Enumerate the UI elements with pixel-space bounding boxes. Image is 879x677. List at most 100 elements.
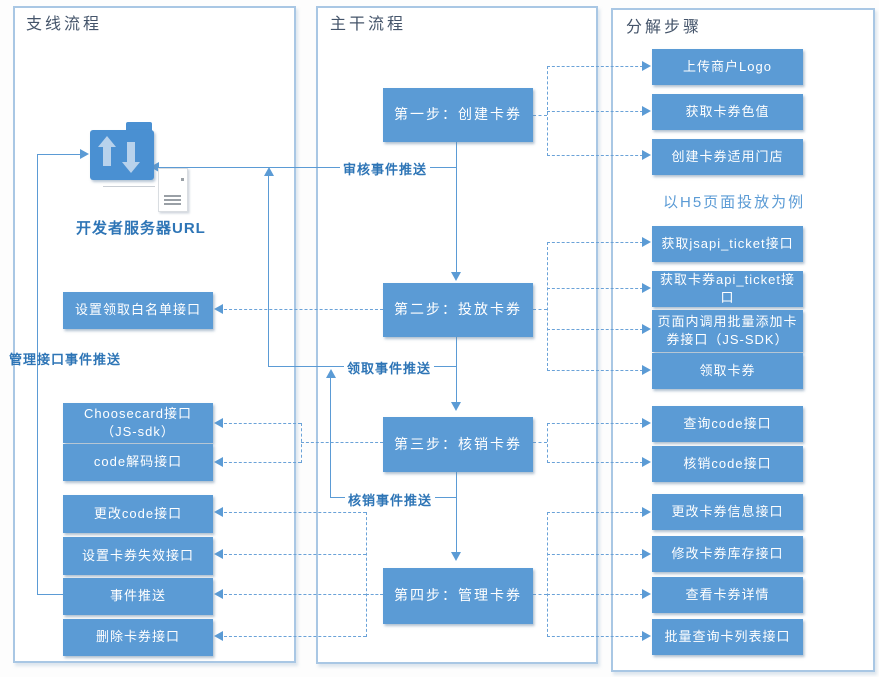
- arrowhead-right-receive-card: [642, 365, 651, 375]
- dashed-branch-modify-stock: [547, 554, 643, 555]
- node-invalidate-card-api: 设置卡券失效接口: [63, 537, 213, 575]
- arrowhead-right-update-card-info: [642, 507, 651, 517]
- arrowhead-right-batch-add: [642, 324, 651, 334]
- dashed-branch-code-decode: [224, 462, 301, 463]
- arrowhead-down-step3: [451, 402, 461, 411]
- arrowhead-right-upload-logo: [642, 61, 651, 71]
- dashed-branch-update-card-info: [547, 512, 643, 513]
- manage-event-riser-line: [37, 154, 38, 594]
- dashed-branch-invalidate: [224, 554, 366, 555]
- arrowhead-left-server: [150, 162, 159, 172]
- dashed-step3-bracket-right: [547, 423, 548, 463]
- dashed-step3-bracket: [301, 423, 302, 463]
- flow-line-step2-step3: [456, 337, 457, 407]
- document-dot: [181, 178, 184, 181]
- dashed-branch-receive-card: [547, 370, 643, 371]
- folder-baseline: [103, 186, 155, 187]
- download-arrow-icon: [122, 162, 140, 173]
- node-step2-distribute-card: 第二步：投放卡券: [383, 283, 533, 337]
- arrowhead-right-batch-query: [642, 631, 651, 641]
- flow-line-step1-step2: [456, 142, 457, 277]
- panel-title-decomposed-steps: 分解步骤: [626, 19, 703, 36]
- node-get-api-ticket: 获取卡券api_ticket接口: [652, 271, 803, 307]
- dashed-branch-jsapi-ticket: [547, 242, 643, 243]
- arrowhead-right-view-card-detail: [642, 589, 651, 599]
- download-arrow-icon: [127, 142, 135, 162]
- dashed-branch-change-code: [224, 512, 366, 513]
- document-text-line: [164, 203, 181, 205]
- node-redeem-code-api: 核销code接口: [652, 446, 803, 482]
- node-view-card-detail: 查看卡券详情: [652, 577, 803, 613]
- dashed-step2-whitelist: [224, 309, 383, 310]
- dashed-step4-stub-left: [366, 594, 383, 595]
- dashed-branch-upload-logo: [547, 66, 643, 67]
- arrowhead-left-change-code: [214, 507, 223, 517]
- node-set-whitelist: 设置领取白名单接口: [63, 292, 213, 329]
- dashed-branch-batch-query: [547, 636, 643, 637]
- dashed-step2-stub: [533, 309, 547, 310]
- receive-event-push-label: 领取事件推送: [344, 358, 435, 377]
- arrowhead-right-jsapi-ticket: [642, 237, 651, 247]
- node-query-code-api: 查询code接口: [652, 406, 803, 442]
- dashed-branch-redeem-code: [547, 462, 643, 463]
- dashed-step4-bracket-left: [366, 512, 367, 637]
- dashed-branch-card-stores: [547, 155, 643, 156]
- node-code-decode-api: code解码接口: [63, 444, 213, 481]
- arrowhead-right-folder: [80, 149, 89, 159]
- node-batch-query-card-list-api: 批量查询卡列表接口: [652, 619, 803, 655]
- node-modify-card-stock-api: 修改卡券库存接口: [652, 536, 803, 572]
- dashed-step2-bracket: [547, 242, 548, 371]
- arrowhead-right-redeem-code: [642, 457, 651, 467]
- panel-title-main-flow: 主干流程: [330, 16, 407, 33]
- node-event-push: 事件推送: [63, 578, 213, 615]
- arrowhead-right-query-code: [642, 418, 651, 428]
- flow-line-step3-step4: [456, 472, 457, 557]
- document-icon: [158, 168, 188, 212]
- node-change-code-api: 更改code接口: [63, 495, 213, 533]
- arrowhead-left-whitelist: [214, 304, 223, 314]
- redeem-event-riser-line: [330, 375, 331, 498]
- manage-event-push-label: 管理接口事件推送: [9, 352, 122, 367]
- node-step4-manage-card: 第四步：管理卡券: [383, 568, 533, 624]
- upload-arrow-icon: [103, 146, 111, 166]
- arrowhead-down-step4: [451, 552, 461, 561]
- arrowhead-left-event-push: [214, 589, 223, 599]
- dashed-step1-stub: [533, 115, 547, 116]
- dashed-branch-view-card-detail: [547, 594, 643, 595]
- arrowhead-right-api-ticket: [642, 283, 651, 293]
- node-receive-card: 领取卡券: [652, 353, 803, 389]
- node-delete-card-api: 删除卡券接口: [63, 619, 213, 656]
- arrowhead-right-card-stores: [642, 150, 651, 160]
- audit-event-line: [157, 167, 457, 168]
- node-choosecard-api: Choosecard接口（JS-sdk）: [63, 403, 213, 443]
- dashed-step4-stub-right: [533, 594, 547, 595]
- arrowhead-left-code-decode: [214, 457, 223, 467]
- dashed-step4-bracket-right: [547, 512, 548, 637]
- dashed-branch-batch-add: [547, 329, 643, 330]
- audit-event-push-label: 审核事件推送: [340, 159, 431, 178]
- arrowhead-left-choosecard: [214, 418, 223, 428]
- dashed-branch-delete-card: [224, 636, 366, 637]
- dashed-branch-choosecard: [224, 423, 301, 424]
- document-text-line: [164, 195, 181, 197]
- node-create-card-stores: 创建卡券适用门店: [652, 139, 803, 175]
- dashed-branch-api-ticket: [547, 288, 643, 289]
- manage-event-line-bottom: [37, 594, 63, 595]
- node-batch-add-card: 页面内调用批量添加卡券接口（JS-SDK）: [652, 310, 803, 352]
- arrowhead-left-invalidate: [214, 549, 223, 559]
- arrowhead-right-modify-stock: [642, 549, 651, 559]
- upload-arrow-icon: [98, 136, 116, 147]
- node-step1-create-card: 第一步：创建卡券: [383, 88, 533, 142]
- dashed-step3-stub-right: [533, 442, 547, 443]
- dashed-branch-event-push: [224, 594, 366, 595]
- node-get-card-color: 获取卡券色值: [652, 94, 803, 130]
- arrowhead-down-step2: [451, 272, 461, 281]
- server-folder-icon: [90, 130, 154, 180]
- arrowhead-up-receive-line: [325, 369, 336, 378]
- developer-server-label: 开发者服务器URL: [76, 220, 206, 237]
- h5-example-note: 以H5页面投放为例: [663, 194, 806, 211]
- panel-title-branch-flow: 支线流程: [26, 16, 103, 33]
- dashed-step3-stub: [301, 442, 383, 443]
- dashed-branch-card-color: [547, 111, 643, 112]
